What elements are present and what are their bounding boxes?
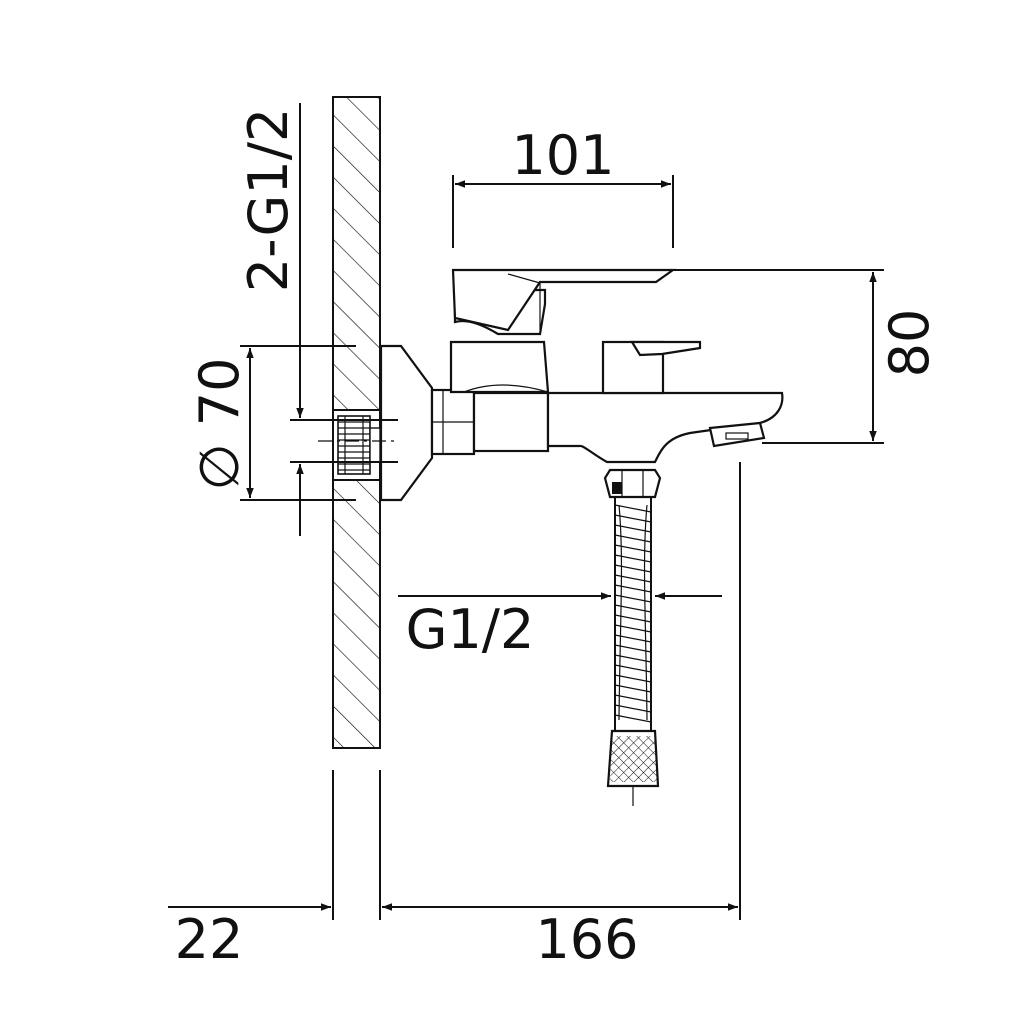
dimension-width-outlet: 101: [452, 124, 674, 248]
wall-pipe-insert: [332, 409, 381, 481]
wall-hatched-upper: [332, 96, 381, 411]
inlet-arm: [472, 391, 550, 453]
spout-body: [546, 391, 784, 464]
dimension-inlet-thread: 2-G1/2: [237, 103, 398, 536]
dimension-101-label: 101: [511, 124, 614, 187]
dimension-projection: 166: [382, 462, 741, 971]
dimension-2-g1-2-label: 2-G1/2: [237, 108, 300, 293]
shower-hose: [614, 497, 652, 730]
dimension-flange-diameter: ∅ 70: [188, 345, 356, 501]
dimension-80-label: 80: [878, 309, 941, 378]
lever-top: [451, 268, 677, 332]
wall-hatched-lower: [332, 479, 381, 749]
dimension-22-label: 22: [175, 908, 244, 971]
dimension-hose-thread: G1/2: [398, 592, 722, 661]
dimension-wall-offset: 22: [168, 903, 331, 971]
wall-section: [332, 96, 381, 920]
faucet-body: [379, 268, 784, 806]
dimension-diameter-70-label: ∅ 70: [188, 358, 251, 491]
diverter-knob: [630, 340, 702, 357]
aerator: [708, 421, 766, 448]
wall-flange: [379, 344, 434, 502]
dimension-g1-2-label: G1/2: [406, 598, 535, 661]
dimension-height: 80: [673, 269, 941, 444]
dimension-166-label: 166: [535, 908, 638, 971]
